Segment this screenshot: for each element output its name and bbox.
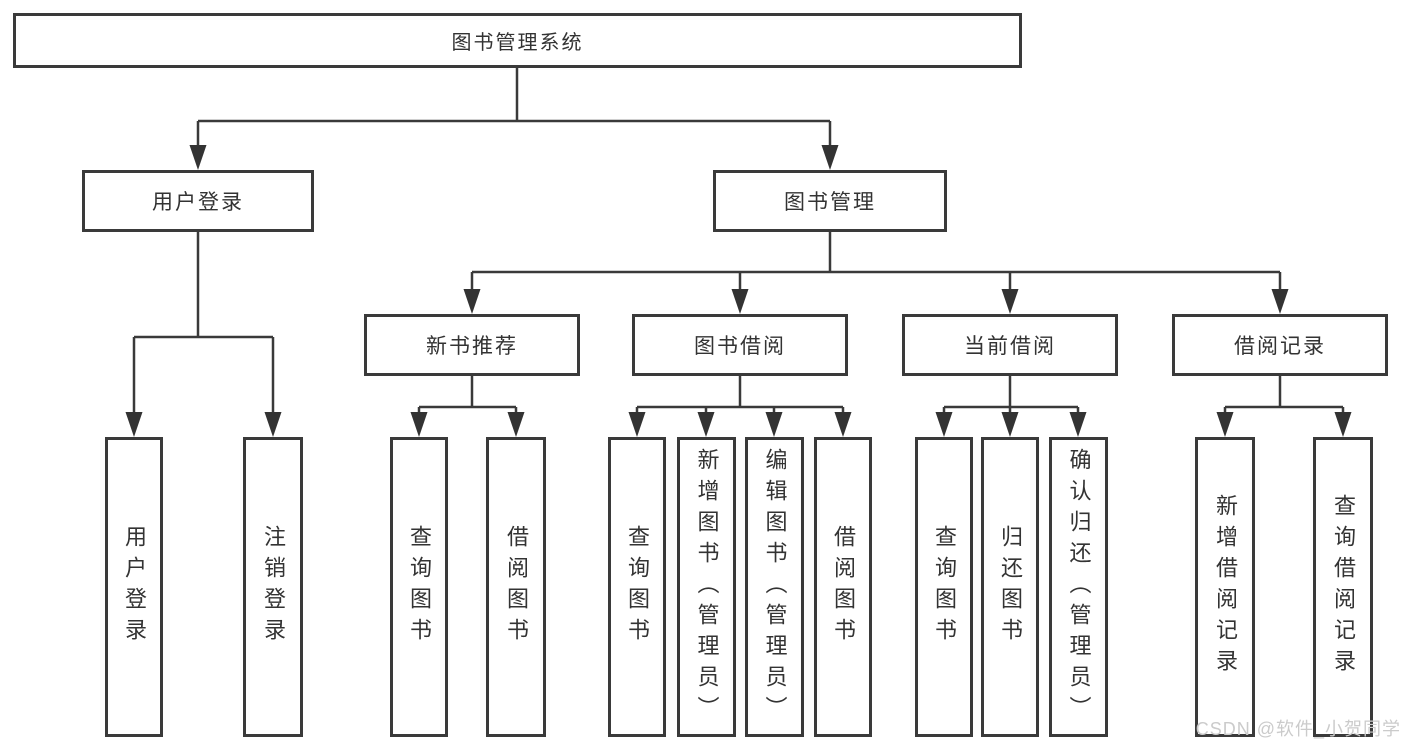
arrowhead-icon — [1001, 412, 1019, 437]
node-label: 用户登录 — [152, 191, 244, 214]
arrowhead-icon — [1216, 412, 1234, 437]
arrowhead-icon — [821, 145, 839, 170]
leaf-logout: 注销登录 — [243, 437, 303, 737]
arrowhead-icon — [765, 412, 783, 437]
node-library-management-system: 图书管理系统 — [13, 13, 1022, 68]
node-label: 图书管理 — [784, 191, 876, 214]
node-user-login: 用户登录 — [82, 170, 314, 232]
node-label: 借阅记录 — [1234, 335, 1326, 358]
node-label: 用户登录 — [122, 525, 147, 649]
arrowhead-icon — [628, 412, 646, 437]
node-label: 查询图书 — [932, 525, 957, 649]
node-label: 确认归还（管理员） — [1066, 447, 1092, 727]
leaf-current-query-books: 查询图书 — [915, 437, 973, 737]
watermark-csdn: CSDN @软件_小贺同学 — [1195, 719, 1401, 739]
connector-root-to-level2 — [189, 68, 839, 170]
leaf-recommend-borrow-books: 借阅图书 — [486, 437, 546, 737]
arrowhead-icon — [935, 412, 953, 437]
arrowhead-icon — [125, 412, 143, 437]
node-label: 查询图书 — [625, 525, 650, 649]
node-current-borrowing: 当前借阅 — [902, 314, 1118, 376]
node-label: 新书推荐 — [426, 335, 518, 358]
arrowhead-icon — [189, 145, 207, 170]
arrowhead-icon — [1069, 412, 1087, 437]
node-label: 当前借阅 — [964, 335, 1056, 358]
node-borrowing-records: 借阅记录 — [1172, 314, 1388, 376]
node-label: 注销登录 — [261, 525, 286, 649]
node-label: 图书管理系统 — [451, 32, 584, 54]
leaf-borrow-borrow-books: 借阅图书 — [814, 437, 872, 737]
node-label: 借阅图书 — [504, 525, 529, 649]
leaf-records-add-record: 新增借阅记录 — [1195, 437, 1255, 737]
leaf-records-query-record: 查询借阅记录 — [1313, 437, 1373, 737]
connector-book-management-to-level3 — [463, 232, 1289, 314]
connector-current-borrow-children — [935, 376, 1087, 437]
arrowhead-icon — [463, 289, 481, 314]
node-book-management: 图书管理 — [713, 170, 947, 232]
node-label: 归还图书 — [998, 525, 1023, 649]
arrowhead-icon — [410, 412, 428, 437]
connector-user-login-children — [125, 232, 282, 437]
leaf-borrow-add-books-admin: 新增图书（管理员） — [677, 437, 736, 737]
node-label: 查询图书 — [407, 525, 432, 649]
connector-book-borrow-children — [628, 376, 852, 437]
leaf-recommend-query-books: 查询图书 — [390, 437, 448, 737]
node-label: 查询借阅记录 — [1331, 494, 1356, 680]
arrowhead-icon — [1334, 412, 1352, 437]
node-label: 图书借阅 — [694, 335, 786, 358]
leaf-borrow-edit-books-admin: 编辑图书（管理员） — [745, 437, 804, 737]
node-label: 新增借阅记录 — [1213, 494, 1238, 680]
leaf-current-return-books: 归还图书 — [981, 437, 1039, 737]
arrowhead-icon — [834, 412, 852, 437]
arrowhead-icon — [1271, 289, 1289, 314]
leaf-current-confirm-return-admin: 确认归还（管理员） — [1049, 437, 1108, 737]
node-new-book-recommendation: 新书推荐 — [364, 314, 580, 376]
node-label: 编辑图书（管理员） — [762, 447, 788, 727]
arrowhead-icon — [264, 412, 282, 437]
arrowhead-icon — [507, 412, 525, 437]
arrowhead-icon — [731, 289, 749, 314]
leaf-user-login: 用户登录 — [105, 437, 163, 737]
leaf-borrow-query-books: 查询图书 — [608, 437, 666, 737]
arrowhead-icon — [697, 412, 715, 437]
connector-borrow-records-children — [1216, 376, 1352, 437]
arrowhead-icon — [1001, 289, 1019, 314]
connector-new-book-children — [410, 376, 525, 437]
node-book-borrowing: 图书借阅 — [632, 314, 848, 376]
node-label: 借阅图书 — [831, 525, 856, 649]
node-label: 新增图书（管理员） — [694, 447, 720, 727]
